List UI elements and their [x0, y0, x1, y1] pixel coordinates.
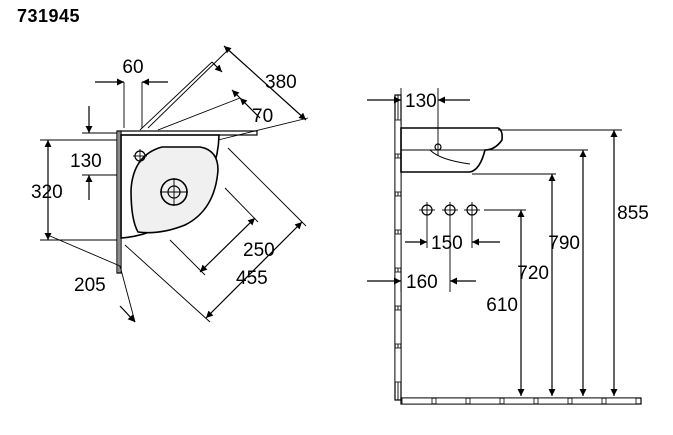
dim-130-label: 130 [70, 151, 102, 172]
dim-250-label: 250 [243, 240, 275, 261]
waste-icon [442, 202, 458, 218]
dim-380-label: 380 [265, 72, 297, 93]
plan-view: 60 380 70 130 320 250 455 [31, 45, 309, 323]
side-view: 130 150 160 610 720 790 855 [367, 88, 649, 405]
dim-205-label: 205 [74, 275, 106, 296]
side-dim-855-label: 855 [617, 203, 649, 224]
basin-profile [400, 127, 503, 173]
tap-hole-icon [133, 149, 147, 163]
side-dim-130-label: 130 [405, 91, 437, 112]
side-dim-720-label: 720 [517, 263, 549, 284]
product-code: 731945 [17, 6, 81, 26]
corner-basin [120, 134, 220, 239]
wall-section [394, 94, 642, 405]
connection-points [419, 202, 480, 218]
hot-water-icon [464, 202, 480, 218]
side-dim-610-label: 610 [486, 295, 518, 316]
dim-455-label: 455 [236, 268, 268, 289]
side-dim-160-label: 160 [406, 272, 438, 293]
cold-water-icon [419, 202, 435, 218]
side-dim-790-label: 790 [548, 233, 580, 254]
side-dim-150-label: 150 [431, 233, 463, 254]
dim-320-label: 320 [31, 182, 63, 203]
dim-70-label: 70 [252, 106, 273, 127]
dim-60-label: 60 [122, 57, 143, 78]
